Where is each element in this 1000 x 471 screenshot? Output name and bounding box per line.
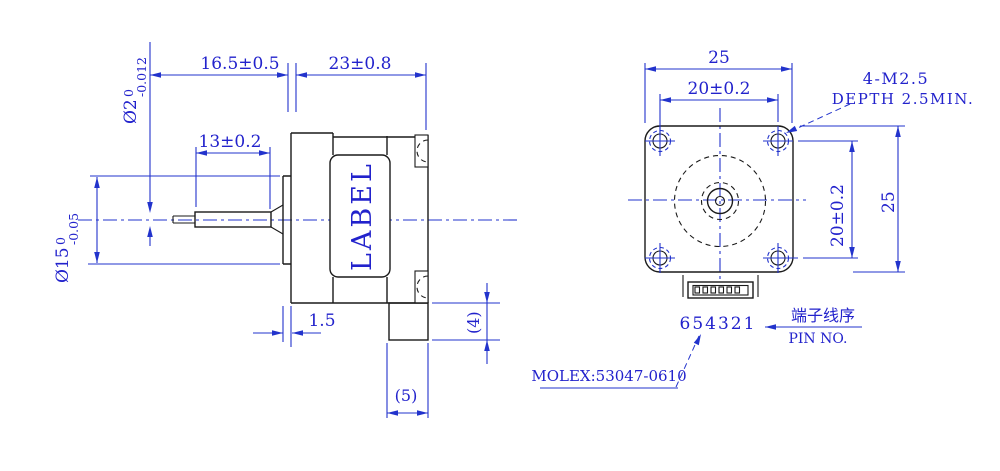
flange-outline [644, 125, 794, 273]
shaft-and-boss-circles [673, 154, 767, 248]
dim-connector-width: (5) [386, 343, 429, 418]
dim-boss-diameter-upper-tol: 0 [53, 237, 68, 245]
screw-hole-section-top [414, 134, 429, 168]
front-view: 25 20±0.2 20±0.2 25 [531, 48, 975, 389]
dim-connector-depth-label: (4) [464, 311, 483, 334]
stator-body [291, 135, 429, 304]
mounting-hole-bottom-left [645, 243, 675, 273]
pin-numbering: 654321 MOLEX:53047-0610 [531, 314, 757, 389]
dim-flange-width-label: 25 [708, 48, 730, 68]
dim-boss-height: 1.5 [253, 306, 336, 347]
connector-housing-side [388, 302, 429, 341]
dim-shaft-flat-length: 13±0.2 [195, 132, 271, 209]
dim-hole-spacing-horizontal-label: 20±0.2 [688, 79, 751, 99]
dim-shaft-diameter: Ø2 0 -0.012 [121, 57, 153, 237]
label-text: LABEL [347, 161, 378, 271]
dim-connector-depth: (4) [432, 283, 500, 364]
dim-boss-height-label: 1.5 [308, 311, 335, 331]
pin-numbers-label: 654321 [680, 314, 757, 334]
dim-hole-spacing-vertical: 20±0.2 [798, 140, 858, 259]
motor-shaft [172, 204, 284, 235]
thread-note-line1: 4-M2.5 [863, 69, 929, 88]
dim-shaft-diameter-main: Ø2 [121, 99, 141, 124]
dim-body-length: 23±0.8 [295, 54, 427, 130]
dim-boss-diameter: Ø15 0 -0.05 [53, 175, 280, 283]
dim-flange-width: 25 [644, 48, 793, 123]
connector-front [682, 275, 759, 299]
mounting-hole-top-right [763, 126, 793, 156]
dim-connector-width-label: (5) [395, 386, 418, 405]
dim-hole-spacing-horizontal: 20±0.2 [659, 79, 779, 136]
mounting-holes [645, 126, 798, 273]
dim-flange-height-label: 25 [879, 191, 899, 213]
dim-hole-spacing-vertical-label: 20±0.2 [828, 184, 848, 247]
dim-body-length-label: 23±0.8 [329, 54, 392, 74]
dim-shaft-diameter-lower-tol: -0.012 [134, 57, 149, 97]
dim-flange-height: 25 [800, 125, 905, 273]
pin-order-label-en: PIN NO. [788, 331, 847, 347]
dim-shaft-extension-label: 16.5±0.5 [200, 54, 279, 74]
connector-pins [694, 286, 741, 294]
pin-order-callout: 端子线序 PIN NO. [765, 306, 862, 347]
front-flange-plate [290, 132, 334, 303]
thread-note-line2: DEPTH 2.5MIN. [832, 90, 975, 108]
screw-hole-section-bottom [414, 270, 429, 304]
pilot-boss [282, 175, 291, 265]
pin-order-label-cn: 端子线序 [791, 306, 855, 325]
mounting-hole-bottom-right [763, 243, 798, 273]
dim-boss-diameter-main: Ø15 [53, 247, 73, 283]
dim-shaft-flat-label: 13±0.2 [199, 132, 262, 152]
label-sticker: LABEL [329, 154, 391, 278]
connector-part-number-label: MOLEX:53047-0610 [531, 367, 686, 385]
dim-shaft-extension: 16.5±0.5 [149, 42, 289, 246]
side-view: LABEL 16.5±0.5 23±0.8 [53, 42, 520, 418]
dim-boss-diameter-lower-tol: -0.05 [66, 213, 81, 245]
dim-shaft-diameter-upper-tol: 0 [121, 89, 136, 97]
thread-note: 4-M2.5 DEPTH 2.5MIN. [786, 69, 975, 133]
